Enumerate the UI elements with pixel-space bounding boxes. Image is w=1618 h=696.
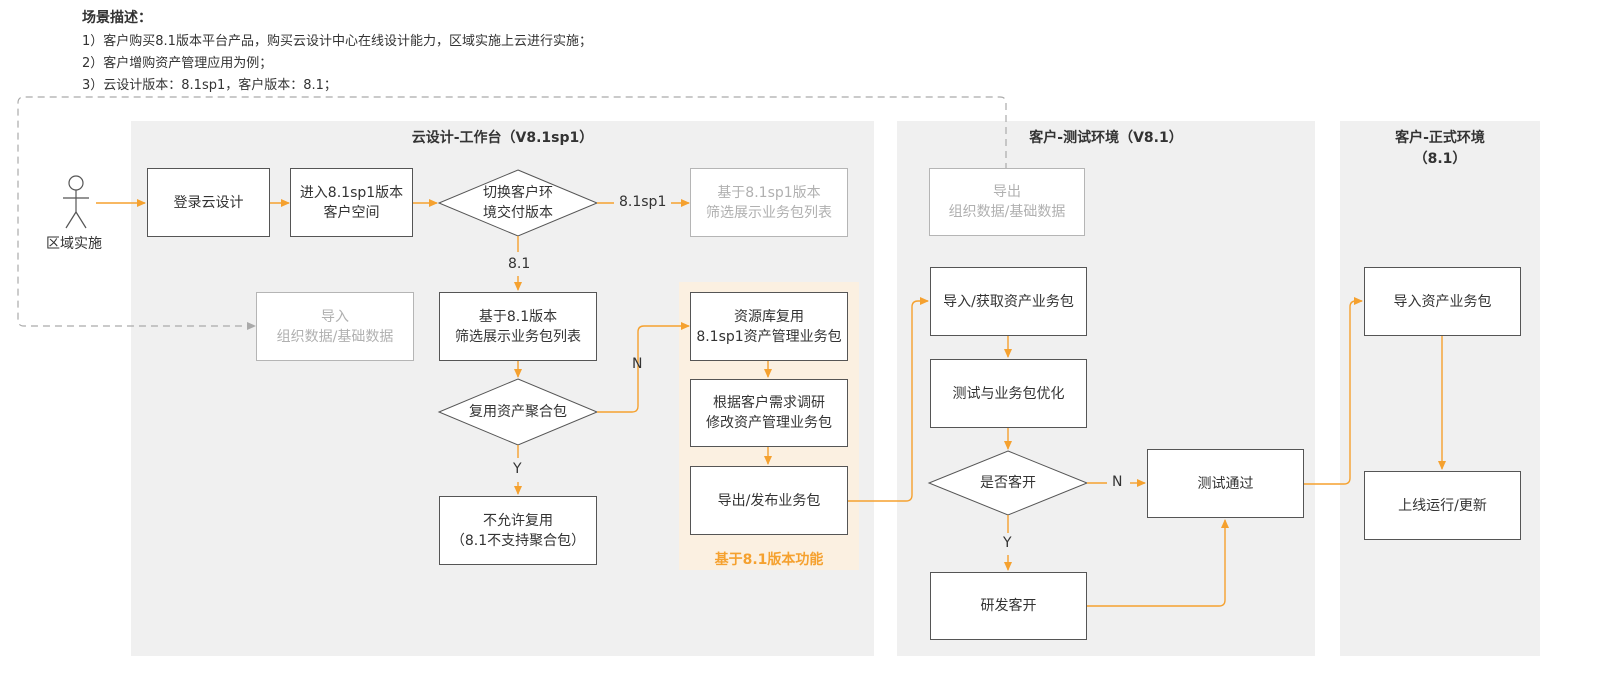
lib-reuse-line-2: 8.1sp1资产管理业务包 bbox=[696, 328, 842, 345]
scene-description-line-2: 2）客户增购资产管理应用为例； bbox=[82, 56, 273, 71]
actor-figure bbox=[63, 175, 89, 229]
zone-customer-prod bbox=[1340, 121, 1540, 656]
edge-label-sp1: 8.1sp1 bbox=[619, 194, 667, 210]
node-login-cloud-design[interactable]: 登录云设计 bbox=[147, 168, 270, 237]
go-live-text: 上线运行/更新 bbox=[1398, 497, 1487, 514]
node-go-live[interactable]: 上线运行/更新 bbox=[1364, 471, 1521, 540]
scene-description-line-1: 1）客户购买8.1版本平台产品，购买云设计中心在线设计能力，区域实施上云进行实施… bbox=[82, 34, 592, 49]
lib-reuse-line-1: 资源库复用 bbox=[734, 308, 804, 325]
node-import-get[interactable]: 导入/获取资产业务包 bbox=[930, 267, 1087, 336]
research-line-1: 根据客户需求调研 bbox=[713, 395, 825, 411]
node-enter-space-text: 进入8.1sp1版本客户空间 bbox=[299, 184, 404, 221]
node-login-text: 登录云设计 bbox=[173, 194, 244, 211]
zone-cloud-title: 云设计-工作台（V8.1sp1） bbox=[411, 130, 594, 146]
export-publish-text: 导出/发布业务包 bbox=[717, 492, 821, 509]
reuse-agg-text: 复用资产聚合包 bbox=[469, 404, 567, 420]
sp1-list-line-1: 基于8.1sp1版本 bbox=[717, 184, 821, 201]
node-reuse-agg-text[interactable]: 复用资产聚合包 bbox=[458, 400, 578, 424]
node-import-asset[interactable]: 导入资产业务包 bbox=[1364, 267, 1521, 336]
rd-custom-text: 研发客开 bbox=[980, 598, 1037, 614]
import-line-2: 组织数据/基础数据 bbox=[276, 328, 394, 345]
custom-dev-text: 是否客开 bbox=[980, 475, 1036, 491]
node-enter-space[interactable]: 进入8.1sp1版本客户空间 bbox=[290, 168, 413, 237]
node-custom-dev-text[interactable]: 是否客开 bbox=[958, 471, 1058, 495]
edge-rd-pass bbox=[1087, 519, 1229, 607]
node-test-optimize[interactable]: 测试与业务包优化 bbox=[930, 359, 1087, 428]
node-not-allowed[interactable]: 不允许复用 （8.1不支持聚合包） bbox=[439, 496, 597, 565]
import-asset-text: 导入资产业务包 bbox=[1393, 293, 1492, 310]
import-line-1: 导入 bbox=[321, 308, 349, 325]
export-line-2: 组织数据/基础数据 bbox=[948, 204, 1066, 220]
node-test-pass[interactable]: 测试通过 bbox=[1147, 449, 1304, 518]
edge-pass-importasset bbox=[1304, 297, 1363, 485]
node-export-org-data[interactable]: 导出 组织数据/基础数据 bbox=[929, 168, 1085, 236]
edge-label-n-reuse: N bbox=[632, 356, 643, 372]
edge-label-v81: 8.1 bbox=[508, 256, 531, 272]
v81-feature-label: 基于8.1版本功能 bbox=[714, 552, 824, 568]
export-line-1: 导出 bbox=[993, 184, 1021, 200]
import-get-text: 导入/获取资产业务包 bbox=[943, 293, 1074, 310]
node-v81-list[interactable]: 基于8.1版本 筛选展示业务包列表 bbox=[439, 292, 597, 361]
switch-env-text: 切换客户环境交付版本 bbox=[483, 185, 553, 221]
actor-label: 区域实施 bbox=[46, 236, 102, 252]
scene-description-line-3: 3）云设计版本：8.1sp1，客户版本：8.1； bbox=[82, 78, 337, 93]
test-optimize-text: 测试与业务包优化 bbox=[952, 385, 1065, 402]
zone-prod-title: 客户-正式环境 bbox=[1395, 130, 1485, 146]
dashed-return-path bbox=[17, 96, 1007, 330]
edge-reuse-lib bbox=[597, 322, 690, 413]
research-line-2: 修改资产管理业务包 bbox=[706, 415, 832, 431]
v81-list-line-1: 基于8.1版本 bbox=[478, 308, 558, 325]
sp1-list-line-2: 筛选展示业务包列表 bbox=[706, 204, 832, 221]
not-allowed-line-1: 不允许复用 bbox=[483, 512, 553, 529]
node-export-publish[interactable]: 导出/发布业务包 bbox=[690, 466, 848, 535]
v81-list-line-2: 筛选展示业务包列表 bbox=[455, 328, 581, 345]
edge-label-y-reuse: Y bbox=[513, 461, 522, 477]
node-rd-custom[interactable]: 研发客开 bbox=[930, 572, 1087, 640]
not-allowed-line-2: （8.1不支持聚合包） bbox=[450, 532, 586, 549]
zone-test-title: 客户-测试环境（V8.1） bbox=[1029, 130, 1183, 146]
node-import-org-data[interactable]: 导入 组织数据/基础数据 bbox=[256, 292, 414, 361]
test-pass-text: 测试通过 bbox=[1197, 475, 1254, 492]
node-lib-reuse[interactable]: 资源库复用 8.1sp1资产管理业务包 bbox=[690, 292, 848, 361]
edge-export-importget bbox=[847, 297, 929, 502]
edge-label-y-custom: Y bbox=[1003, 535, 1012, 551]
scene-description-title: 场景描述： bbox=[82, 10, 152, 26]
zone-prod-subtitle: （8.1） bbox=[1413, 151, 1467, 167]
edge-label-n-custom: N bbox=[1112, 474, 1123, 490]
node-research[interactable]: 根据客户需求调研 修改资产管理业务包 bbox=[690, 379, 848, 447]
node-switch-env-text[interactable]: 切换客户环境交付版本 bbox=[458, 180, 578, 226]
node-sp1-list[interactable]: 基于8.1sp1版本 筛选展示业务包列表 bbox=[690, 168, 848, 237]
